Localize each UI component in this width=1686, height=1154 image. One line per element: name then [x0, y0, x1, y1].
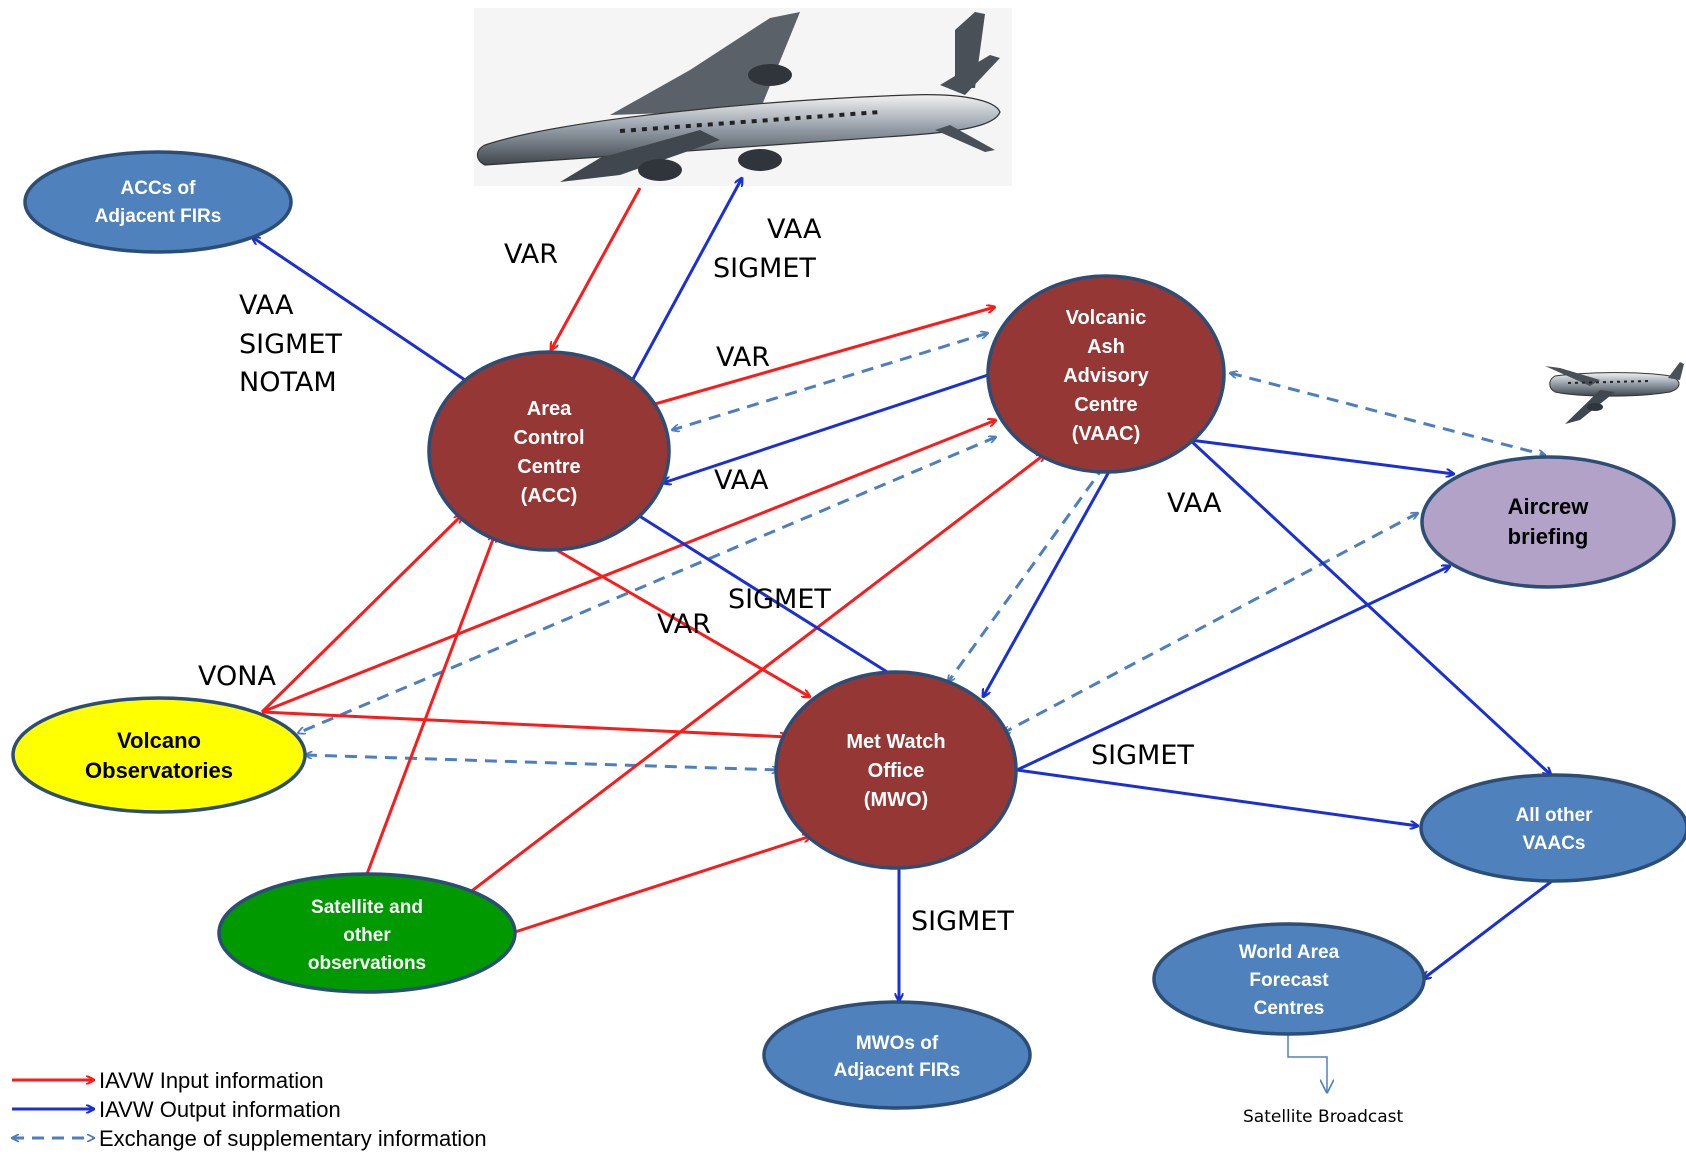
- edge-allvaacs-wafc: [1423, 876, 1557, 979]
- legend-supplementary-label: Exchange of supplementary information: [99, 1126, 487, 1151]
- edge-volcano-acc-vona: [260, 515, 462, 714]
- node-accs-adjacent-line1: ACCs of: [121, 178, 197, 199]
- edge-labels: VAR VAA SIGMET VAA SIGMET NOTAM VAR VAA …: [198, 214, 1404, 1127]
- aircraft-large-icon: [474, 8, 1012, 186]
- node-mwos-adjacent-line1: MWOs of: [856, 1033, 939, 1054]
- node-mwo-line2: Office: [868, 760, 925, 782]
- node-acc: Area Control Centre (ACC): [427, 350, 671, 552]
- edge-acc-vaac-supplementary: [672, 333, 988, 430]
- edge-volcano-mwo-supplementary: [305, 755, 779, 770]
- label-var-aircraft: VAR: [504, 239, 558, 270]
- node-allvaacs-line2: VAACs: [1523, 833, 1586, 854]
- node-acc-line2: Control: [513, 427, 584, 449]
- node-satellite-observations: Satellite and other observations: [217, 872, 517, 994]
- legend-output-label: IAVW Output information: [99, 1097, 341, 1122]
- input-arrows: [260, 187, 1045, 934]
- edge-satellite-vaac: [468, 454, 1045, 895]
- edge-acc-accs-vaa-sigmet-notam: [252, 237, 466, 382]
- node-wafc-line2: Forecast: [1249, 970, 1329, 991]
- node-wafc-line1: World Area: [1239, 942, 1340, 963]
- edge-acc-mwo-var: [547, 543, 810, 697]
- node-allvaacs-line1: All other: [1515, 805, 1593, 826]
- node-accs-adjacent: ACCs of Adjacent FIRs: [23, 150, 293, 254]
- node-satellite-line3: observations: [308, 953, 426, 974]
- aircraft-small-icon: [1545, 362, 1684, 424]
- node-vaac: Volcanic Ash Advisory Centre (VAAC): [986, 274, 1226, 474]
- legend-item-input: IAVW Input information: [12, 1068, 324, 1093]
- node-volcano-line1: Volcano: [117, 728, 201, 753]
- edge-mwo-aircrew-sigmet: [1016, 566, 1450, 772]
- node-mwos-adjacent-line2: Adjacent FIRs: [834, 1060, 961, 1081]
- edge-acc-aircraft-vaa-sigmet: [631, 178, 742, 380]
- label-vaa-aircraft: VAA: [767, 214, 822, 245]
- label-vona: VONA: [198, 661, 276, 692]
- node-wafc-line3: Centres: [1254, 998, 1325, 1019]
- label-sigmet-aircraft: SIGMET: [713, 253, 816, 284]
- label-vaa-right: VAA: [1167, 488, 1222, 519]
- node-vaac-line1: Volcanic: [1066, 307, 1147, 329]
- output-arrows: [252, 178, 1557, 1001]
- label-sigmet-mwo-acc: SIGMET: [728, 584, 831, 615]
- edge-satellite-acc: [365, 534, 495, 875]
- node-mwo-line3: (MWO): [864, 789, 928, 811]
- node-mwo: Met Watch Office (MWO): [774, 670, 1018, 870]
- label-sigmet-vaacs: SIGMET: [1091, 740, 1194, 771]
- node-mwos-adjacent: MWOs of Adjacent FIRs: [762, 1000, 1032, 1110]
- node-vaac-line3: Advisory: [1063, 365, 1149, 387]
- legend: IAVW Input information IAVW Output infor…: [12, 1068, 487, 1151]
- label-vaa-accs: VAA: [239, 290, 294, 321]
- node-acc-line1: Area: [527, 398, 572, 420]
- edge-volcano-vaac-supplementary: [298, 437, 996, 733]
- edge-volcano-mwo-vona: [261, 710, 788, 737]
- edge-vaac-aircrew-vaa: [1189, 438, 1454, 474]
- edge-mwo-allvaacs-sigmet: [1016, 768, 1418, 826]
- edge-vaac-acc-vaa: [663, 373, 989, 483]
- edge-satellite-mwo: [514, 836, 811, 934]
- label-var-vaac: VAR: [716, 342, 770, 373]
- node-world-area-forecast-centres: World Area Forecast Centres: [1152, 922, 1426, 1036]
- node-aircrew-line2: briefing: [1508, 524, 1589, 549]
- edge-acc-vaac-var: [654, 307, 995, 406]
- node-volcano-observatories: Volcano Observatories: [11, 696, 307, 814]
- node-volcano-line2: Observatories: [85, 758, 233, 783]
- node-mwo-line1: Met Watch: [846, 731, 945, 753]
- edge-aircraft-acc-var: [551, 187, 642, 350]
- node-vaac-line5: (VAAC): [1072, 423, 1141, 445]
- label-sigmet-accs: SIGMET: [239, 329, 342, 360]
- edge-vaac-mwo-supplementary: [948, 465, 1105, 682]
- edge-vaac-mwo-vaa: [983, 442, 1127, 697]
- node-all-other-vaacs: All other VAACs: [1419, 773, 1686, 883]
- supplementary-arrows: [298, 333, 1545, 770]
- edge-mwo-acc-sigmet: [633, 512, 893, 677]
- node-aircrew-briefing: Aircrew briefing: [1420, 455, 1676, 589]
- edge-vaac-aircrew-supplementary: [1230, 373, 1545, 455]
- node-satellite-line2: other: [343, 925, 391, 946]
- legend-item-output: IAVW Output information: [12, 1097, 341, 1122]
- node-acc-line4: (ACC): [521, 485, 578, 507]
- edge-volcano-vaac-vona: [261, 420, 996, 714]
- node-aircrew-line1: Aircrew: [1508, 494, 1590, 519]
- label-vaa-acc: VAA: [714, 465, 769, 496]
- label-satellite-broadcast: Satellite Broadcast: [1243, 1107, 1404, 1127]
- node-acc-line3: Centre: [517, 456, 580, 478]
- node-accs-adjacent-line2: Adjacent FIRs: [95, 206, 222, 227]
- legend-input-label: IAVW Input information: [99, 1068, 324, 1093]
- legend-item-supplementary: Exchange of supplementary information: [12, 1126, 487, 1151]
- node-vaac-line2: Ash: [1087, 336, 1125, 358]
- node-satellite-line1: Satellite and: [311, 897, 423, 918]
- edge-aircrew-mwo-supplementary: [1003, 511, 1418, 735]
- node-vaac-line4: Centre: [1074, 394, 1137, 416]
- satellite-broadcast-arrow: [1287, 1034, 1327, 1092]
- label-notam-accs: NOTAM: [239, 367, 337, 398]
- label-var-mwo: VAR: [657, 609, 711, 640]
- edge-vaac-allvaacs-vaa: [1188, 438, 1551, 775]
- label-sigmet-mwos: SIGMET: [911, 906, 1014, 937]
